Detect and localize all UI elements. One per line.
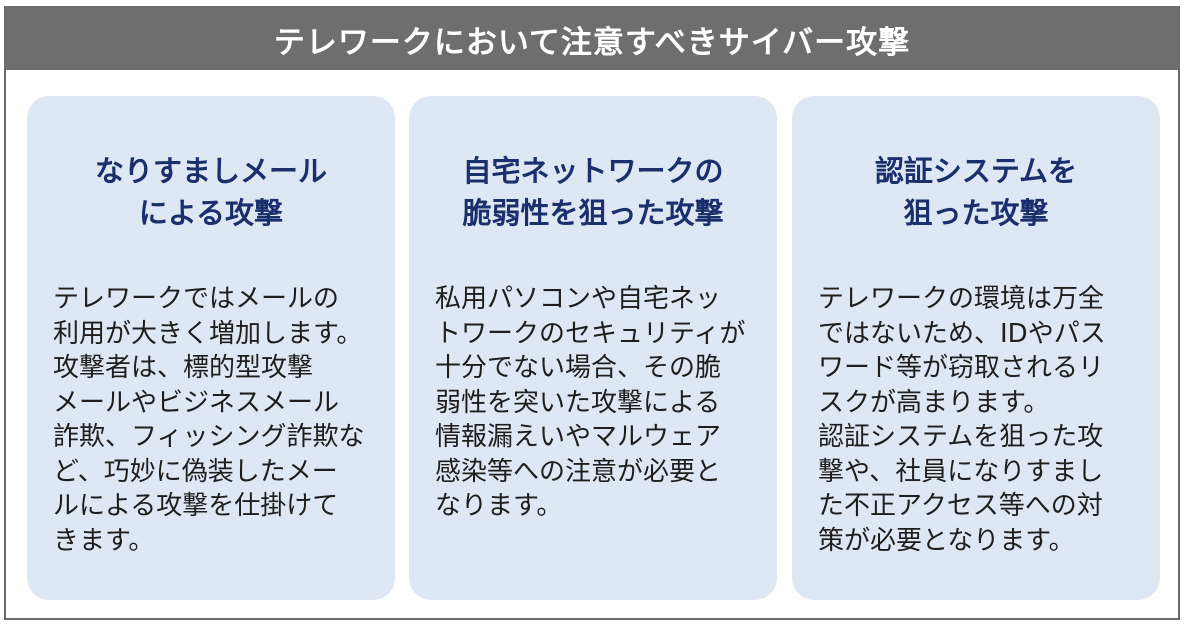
card-body-line: ど、巧妙に偽装したメー [53, 456, 338, 487]
card-body-line: 認証システムを狙った攻 [818, 422, 1104, 452]
infographic-frame: テレワークにおいて注意すべきサイバー攻撃 なりすましメール による攻撃 テレワー… [4, 6, 1180, 620]
card-body-line: 弱性を突いた攻撃による [435, 387, 721, 418]
card-body-line: テレワークの環境は万全 [818, 284, 1105, 314]
card-auth-system: 認証システムを 狙った攻撃 テレワークの環境は万全 ではないため、IDやパス ワ… [792, 96, 1160, 600]
card-body-line: きます。 [53, 525, 155, 556]
card-body-line: 詐欺、フィッシング詐欺な [53, 422, 365, 452]
card-title: 認証システムを 狙った攻撃 [792, 150, 1160, 234]
card-body-line: トワークのセキュリティが [435, 318, 746, 349]
card-title-line: による攻撃 [138, 196, 284, 230]
card-body-line: 私用パソコンや自宅ネッ [435, 284, 722, 314]
card-body-line: ワード等が窃取されるリ [818, 353, 1105, 383]
card-body-line: なります。 [435, 491, 563, 521]
card-body-line: た不正アクセス等への対 [818, 491, 1103, 521]
card-body: テレワークの環境は万全 ではないため、IDやパス ワード等が窃取されるリ スクが… [818, 282, 1148, 558]
card-body: 私用パソコンや自宅ネッ トワークのセキュリティが 十分でない場合、その脆 弱性を… [435, 282, 765, 524]
card-title-line: なりすましメール [94, 154, 327, 188]
card-body-line: 感染等への注意が必要と [435, 456, 722, 487]
card-body-line: テレワークではメールの [53, 284, 340, 314]
header-title: テレワークにおいて注意すべきサイバー攻撃 [6, 8, 1178, 70]
card-body-line: 撃や、社員になりすまし [818, 456, 1104, 487]
card-title-line: 脆弱性を狙った攻撃 [462, 196, 724, 230]
card-home-network: 自宅ネットワークの 脆弱性を狙った攻撃 私用パソコンや自宅ネッ トワークのセキュ… [409, 96, 777, 600]
card-body-line: ではないため、IDやパス [818, 318, 1106, 349]
card-title-line: 狙った攻撃 [903, 196, 1049, 230]
card-spoofed-email: なりすましメール による攻撃 テレワークではメールの 利用が大きく増加します。 … [27, 96, 395, 600]
card-body-line: ルによる攻撃を仕掛けて [53, 491, 339, 521]
card-body-line: 策が必要となります。 [818, 525, 1075, 556]
card-body-line: メールやビジネスメール [53, 387, 340, 418]
card-body-line: 攻撃者は、標的型攻撃 [53, 353, 314, 383]
card-body-line: 情報漏えいやマルウェア [435, 422, 722, 452]
card-title-line: 認証システムを [874, 154, 1078, 188]
card-body-line: 十分でない場合、その脆 [435, 353, 722, 383]
card-body-line: スクが高まります。 [818, 387, 1050, 418]
card-title-line: 自宅ネットワークの [462, 154, 724, 188]
card-body-line: 利用が大きく増加します。 [53, 318, 363, 349]
card-title: 自宅ネットワークの 脆弱性を狙った攻撃 [409, 150, 777, 234]
card-title: なりすましメール による攻撃 [27, 150, 395, 234]
card-body: テレワークではメールの 利用が大きく増加します。 攻撃者は、標的型攻撃 メールや… [53, 282, 383, 558]
